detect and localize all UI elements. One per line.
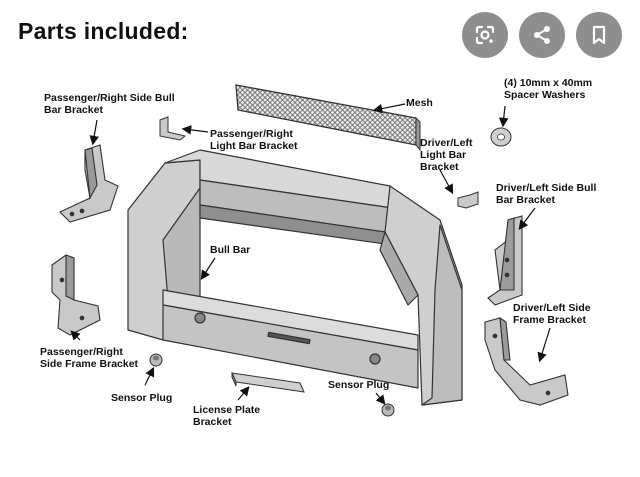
label-sensor-plug-right: Sensor Plug — [328, 379, 390, 391]
mesh-part — [235, 84, 421, 152]
bull-bar-part — [127, 149, 463, 406]
label-bull-bar: Bull Bar — [210, 244, 251, 256]
label-license-plate-bracket: License Plate Bracket — [193, 404, 261, 428]
label-spacer-washers: (4) 10mm x 40mm Spacer Washers — [504, 77, 593, 101]
share-icon — [534, 26, 550, 44]
bookmark-button[interactable] — [576, 12, 622, 58]
google-lens-button[interactable] — [462, 12, 508, 58]
label-passenger-frame-bracket: Passenger/Right Side Frame Bracket — [40, 346, 139, 370]
passenger-bull-bar-bracket-part — [59, 144, 119, 223]
passenger-frame-bracket-part — [51, 254, 101, 336]
label-driver-light-bar-bracket: Driver/Left Light Bar Bracket — [420, 137, 473, 173]
passenger-light-bar-bracket-part — [159, 116, 187, 141]
label-passenger-bull-bar-bracket: Passenger/Right Side Bull Bar Bracket — [44, 92, 175, 116]
sensor-plug-left-part — [149, 353, 163, 367]
share-button[interactable] — [519, 12, 565, 58]
bookmark-icon — [592, 25, 606, 45]
page-title: Parts included: — [18, 18, 189, 44]
label-driver-frame-bracket: Driver/Left Side Frame Bracket — [513, 302, 591, 326]
google-lens-icon — [475, 25, 495, 45]
leader-arrows — [70, 103, 551, 405]
label-driver-bull-bar-bracket: Driver/Left Side Bull Bar Bracket — [496, 182, 597, 206]
label-sensor-plug-left: Sensor Plug — [111, 392, 173, 404]
label-mesh: Mesh — [406, 97, 433, 109]
driver-frame-bracket-part — [484, 316, 569, 406]
driver-bull-bar-bracket-part — [487, 215, 523, 306]
license-plate-bracket-part — [231, 372, 305, 393]
label-passenger-light-bar-bracket: Passenger/Right Light Bar Bracket — [210, 128, 298, 152]
driver-light-bar-bracket-part — [457, 191, 479, 209]
spacer-washer-part — [490, 127, 512, 147]
sensor-plug-right-part — [381, 403, 395, 417]
